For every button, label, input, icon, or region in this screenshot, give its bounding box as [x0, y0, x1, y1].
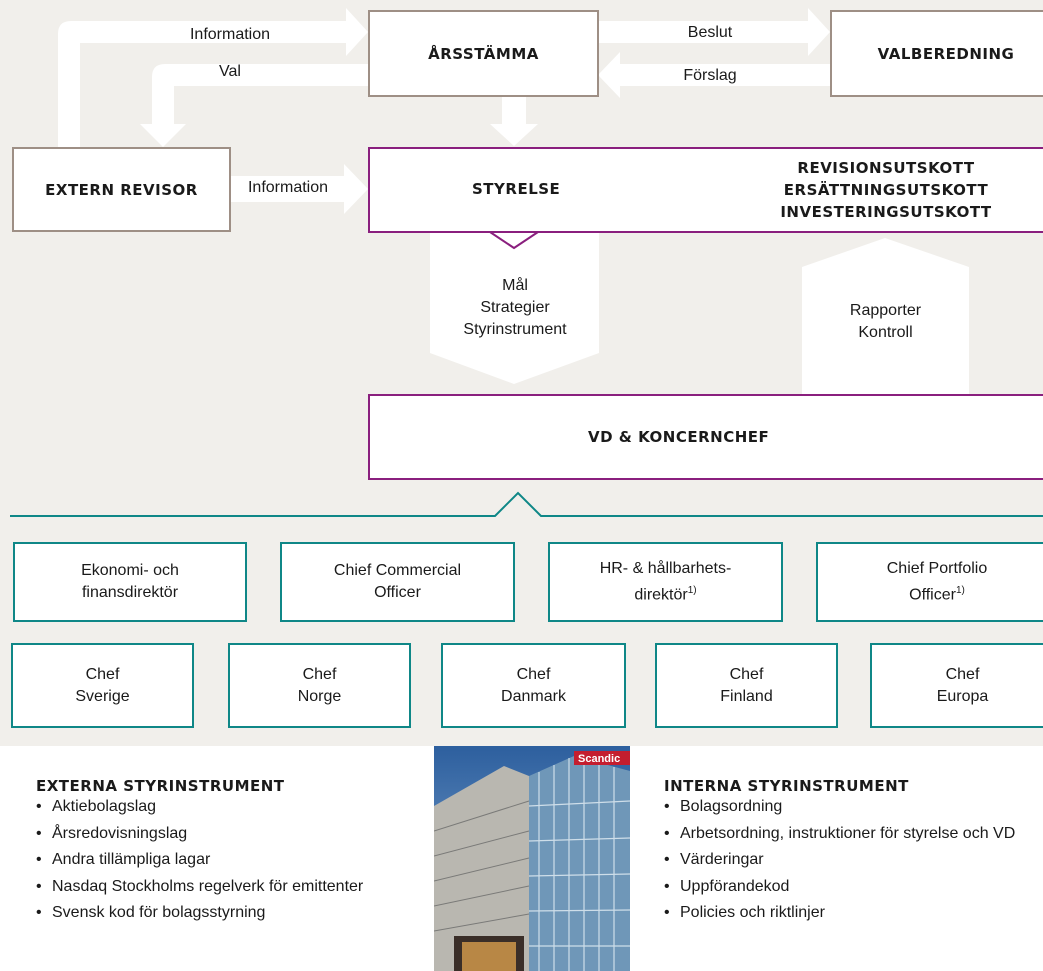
footnote-marker: 1) — [955, 584, 965, 596]
country-box-sverige: Chef Sverige — [11, 643, 194, 728]
executive-line2: Officer — [374, 582, 421, 604]
vd-koncernchef-box: VD & KONCERNCHEF — [368, 394, 1043, 480]
committee-investment: INVESTERINGSUTSKOTT — [780, 203, 992, 221]
beslut-label: Beslut — [687, 24, 733, 41]
country-line2: Norge — [297, 687, 342, 705]
executive-line2-text: Officer — [909, 586, 956, 604]
executive-line1: HR- & hållbarhets- — [599, 559, 732, 577]
extern-revisor-box: EXTERN REVISOR — [12, 147, 231, 232]
forslag-arrow — [598, 52, 830, 98]
executive-box-cpo: Chief Portfolio Officer1) — [816, 542, 1043, 622]
information-arrow-to-agm — [58, 8, 368, 150]
executive-line1: Ekonomi- och — [81, 562, 179, 579]
extern-revisor-label: EXTERN REVISOR — [45, 180, 198, 199]
forslag-label: Förslag — [683, 67, 737, 84]
country-line2: Sverige — [75, 687, 130, 705]
list-item: Nasdaq Stockholms regelverk för emittent… — [34, 874, 424, 901]
val-label: Val — [219, 63, 241, 80]
executive-line2: direktör1) — [634, 580, 696, 606]
list-item: Aktiebolagslag — [34, 794, 424, 821]
external-title: EXTERNA STYRINSTRUMENT — [36, 777, 285, 795]
country-line2: Finland — [720, 687, 773, 705]
hotel-sign-text: Scandic — [578, 753, 620, 765]
internal-list: Bolagsordning Arbetsordning, instruktion… — [662, 794, 1043, 927]
valberedning-label: VALBEREDNING — [877, 44, 1015, 63]
vd-koncernchef-label: VD & KONCERNCHEF — [588, 428, 770, 446]
committee-revision: REVISIONSUTSKOTT — [797, 159, 975, 177]
executive-box-cfo: Ekonomi- och finansdirektör — [13, 542, 247, 622]
country-line1: Chef — [729, 665, 764, 683]
footnote-marker: 1) — [687, 584, 697, 596]
country-box-europa: Chef Europa — [870, 643, 1043, 728]
arsstamma-box: ÅRSSTÄMMA — [368, 10, 599, 97]
valberedning-box: VALBEREDNING — [830, 10, 1043, 97]
styrelse-label: STYRELSE — [472, 180, 561, 198]
country-line2: Europa — [936, 687, 989, 705]
goals-strategies-label: Mål Strategier Styrinstrument — [463, 277, 567, 338]
executive-line2: Officer1) — [909, 580, 965, 606]
committees-list: REVISIONSUTSKOTT ERSÄTTNINGSUTSKOTT INVE… — [756, 157, 1016, 223]
list-item: Uppförandekod — [662, 874, 1043, 901]
country-line1: Chef — [516, 665, 551, 683]
arsstamma-label: ÅRSSTÄMMA — [428, 44, 539, 63]
agm-to-board-arrow — [490, 94, 538, 146]
committee-remuneration: ERSÄTTNINGSUTSKOTT — [783, 181, 989, 199]
list-item: Årsredovisningslag — [34, 821, 424, 848]
styrelse-box: STYRELSE REVISIONSUTSKOTT ERSÄTTNINGSUTS… — [368, 147, 1043, 233]
beslut-arrow — [598, 8, 830, 56]
country-box-danmark: Chef Danmark — [441, 643, 626, 728]
country-line2: Danmark — [501, 687, 566, 705]
external-list: Aktiebolagslag Årsredovisningslag Andra … — [34, 794, 424, 927]
hotel-photo: Scandic — [434, 746, 630, 971]
executive-box-cco: Chief Commercial Officer — [280, 542, 515, 622]
reports-control-label: Rapporter Kontroll — [849, 302, 922, 341]
information-top-label: Information — [189, 26, 271, 43]
executive-box-hr: HR- & hållbarhets- direktör1) — [548, 542, 783, 622]
list-item: Arbetsordning, instruktioner för styrels… — [662, 821, 1043, 848]
board-to-ceo-arrow — [430, 232, 599, 384]
board-notch — [489, 231, 539, 250]
hotel-building-image: Scandic — [434, 746, 630, 971]
country-line1: Chef — [85, 665, 120, 683]
executive-line2-text: direktör — [634, 586, 688, 604]
information-middle-label: Information — [247, 179, 329, 196]
executive-line2: finansdirektör — [82, 582, 178, 604]
country-line1: Chef — [302, 665, 337, 683]
executive-line1: Chief Portfolio — [886, 559, 988, 577]
executive-line2-text: Officer — [374, 584, 421, 601]
teal-connector — [10, 491, 1043, 517]
executive-line2-text: finansdirektör — [81, 584, 179, 601]
information-arrow-to-board — [230, 164, 368, 214]
list-item: Andra tillämpliga lagar — [34, 847, 424, 874]
val-arrow-to-auditor — [140, 64, 368, 147]
country-box-finland: Chef Finland — [655, 643, 838, 728]
country-box-norge: Chef Norge — [228, 643, 411, 728]
list-item: Svensk kod för bolagsstyrning — [34, 900, 424, 927]
executive-line1: Chief Commercial — [333, 562, 462, 579]
internal-title: INTERNA STYRINSTRUMENT — [664, 777, 909, 795]
list-item: Värderingar — [662, 847, 1043, 874]
list-item: Policies och riktlinjer — [662, 900, 1043, 927]
country-line1: Chef — [945, 665, 980, 683]
ceo-to-board-arrow — [802, 238, 969, 394]
list-item: Bolagsordning — [662, 794, 1043, 821]
